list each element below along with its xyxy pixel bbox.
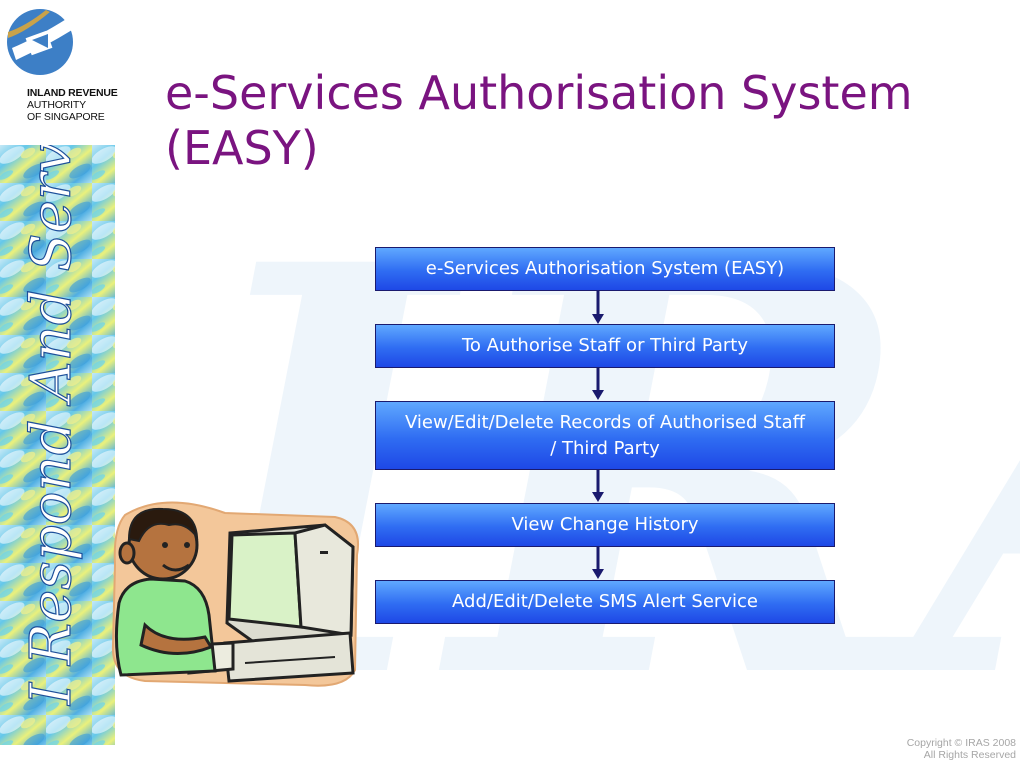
flow-step-view-change-history[interactable]: View Change History — [375, 503, 835, 547]
flow-step-authorise[interactable]: To Authorise Staff or Third Party — [375, 324, 835, 368]
flow-step-easy[interactable]: e-Services Authorisation System (EASY) — [375, 247, 835, 291]
flow-step-label: To Authorise Staff or Third Party — [461, 335, 749, 356]
copyright-line-1: Copyright © IRAS 2008 — [906, 737, 1016, 749]
flow-step-label-line-1: View/Edit/Delete Records of Authorised S… — [404, 411, 806, 433]
copyright-line-2: All Rights Reserved — [923, 749, 1016, 761]
banner-text: I Respond And Serve — [19, 145, 84, 706]
copyright-notice: Copyright © IRAS 2008 All Rights Reserve… — [907, 737, 1016, 761]
page-title-line-2: (EASY) — [165, 121, 319, 175]
org-name-line-3: OF SINGAPORE — [27, 111, 105, 123]
page-title: e-Services Authorisation System (EASY) — [165, 66, 1005, 176]
person-at-computer-icon — [111, 501, 359, 687]
page-title-line-1: e-Services Authorisation System — [165, 66, 913, 120]
org-name: INLAND REVENUE AUTHORITY OF SINGAPORE — [27, 87, 118, 123]
flow-step-label-line-2: / Third Party — [550, 437, 660, 459]
iras-logo-icon — [7, 9, 73, 75]
org-name-line-2: AUTHORITY — [27, 99, 86, 111]
flow-step-sms-alert[interactable]: Add/Edit/Delete SMS Alert Service — [375, 580, 835, 624]
flow-step-label: Add/Edit/Delete SMS Alert Service — [452, 591, 758, 612]
flow-connectors — [592, 291, 604, 579]
flow-step-view-edit-delete-records[interactable]: View/Edit/Delete Records of Authorised S… — [375, 401, 835, 470]
i-respond-and-serve-banner-icon: I Respond And Serve — [0, 145, 115, 745]
org-name-line-1: INLAND REVENUE — [27, 87, 118, 99]
flow-step-label: View Change History — [511, 514, 699, 535]
flow-step-label: e-Services Authorisation System (EASY) — [425, 258, 785, 279]
